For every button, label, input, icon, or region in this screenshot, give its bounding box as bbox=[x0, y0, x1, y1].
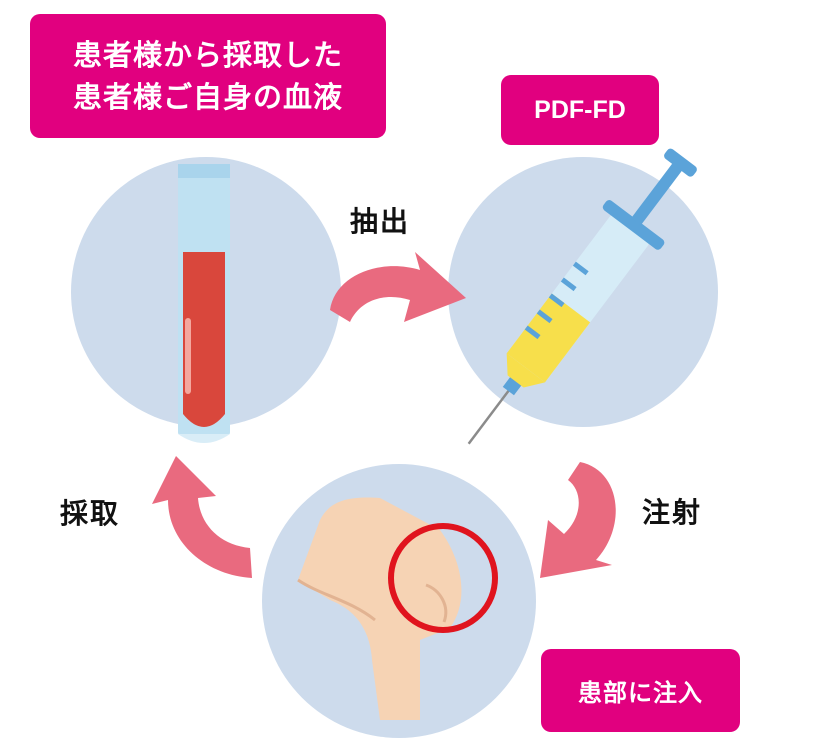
knee-highlight-ring bbox=[388, 523, 498, 633]
inject-box: 患部に注入 bbox=[541, 649, 740, 732]
source-line-1: 患者様から採取した bbox=[72, 38, 343, 72]
source-line-2: 患者様ご自身の血液 bbox=[72, 80, 343, 114]
inject-arrow bbox=[540, 462, 616, 578]
step-collect-label: 採取 bbox=[60, 497, 121, 530]
syringe-icon bbox=[467, 148, 697, 445]
knee-icon bbox=[297, 497, 498, 720]
step-extract-label: 抽出 bbox=[350, 205, 411, 238]
step-inject-label: 注射 bbox=[642, 496, 703, 529]
source-box: 患者様から採取した 患者様ご自身の血液 bbox=[30, 14, 386, 138]
extract-arrow bbox=[330, 252, 466, 322]
product-label: PDF-FD bbox=[534, 95, 626, 124]
product-box: PDF-FD bbox=[501, 75, 659, 145]
blood-tube-icon bbox=[178, 164, 230, 443]
collect-arrow bbox=[152, 456, 252, 578]
inject-label: 患部に注入 bbox=[578, 679, 703, 707]
